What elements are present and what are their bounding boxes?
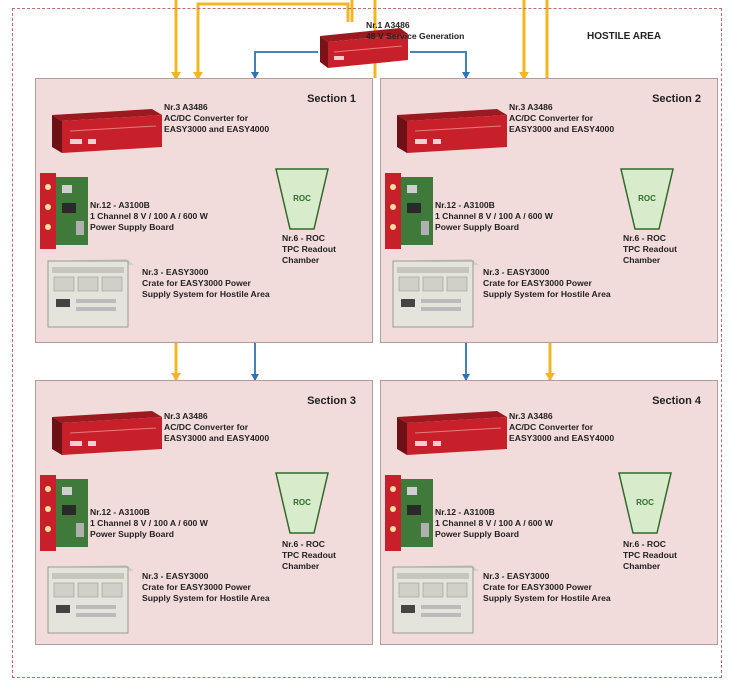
crate-line: Supply System for Hostile Area [142, 593, 270, 604]
crate-line: Crate for EASY3000 Power [142, 582, 270, 593]
converter-line: AC/DC Converter for [509, 422, 614, 433]
converter-name: Nr.3 A3486 [164, 102, 269, 113]
converter-name: Nr.3 A3486 [509, 102, 614, 113]
crate-name: Nr.3 - EASY3000 [142, 267, 270, 278]
roc-text: Nr.6 - ROC TPC Readout Chamber [623, 233, 677, 266]
crate-text: Nr.3 - EASY3000 Crate for EASY3000 Power… [142, 571, 270, 604]
crate-line: Supply System for Hostile Area [483, 289, 611, 300]
crate-line: Crate for EASY3000 Power [483, 278, 611, 289]
roc-line: Chamber [623, 255, 677, 266]
converter-text: Nr.3 A3486 AC/DC Converter for EASY3000 … [164, 411, 269, 444]
roc-label: ROC [636, 498, 654, 507]
roc-line: TPC Readout [282, 244, 336, 255]
easy-crate-icon [391, 257, 481, 329]
service-generation-unit: Nr.1 A3486 48 V Service Generation [310, 20, 488, 72]
power-board-icon [40, 475, 88, 551]
board-line: Power Supply Board [435, 529, 553, 540]
section-title: Section 1 [307, 93, 356, 105]
easy-crate-icon [391, 563, 481, 635]
board-name: Nr.12 - A3100B [90, 200, 208, 211]
crate-line: Crate for EASY3000 Power [483, 582, 611, 593]
board-line: Power Supply Board [435, 222, 553, 233]
section-title: Section 3 [307, 395, 356, 407]
section-4: Section 4 Nr.3 A3486 AC/DC Converter for… [380, 380, 718, 645]
converter-rack-icon [48, 407, 166, 459]
service-unit-description: 48 V Service Generation [366, 31, 464, 42]
hostile-area-label: HOSTILE AREA [587, 31, 661, 42]
roc-line: TPC Readout [623, 550, 677, 561]
roc-chamber-icon: ROC [617, 471, 673, 535]
crate-line: Crate for EASY3000 Power [142, 278, 270, 289]
converter-text: Nr.3 A3486 AC/DC Converter for EASY3000 … [509, 411, 614, 444]
roc-name: Nr.6 - ROC [282, 539, 336, 550]
crate-name: Nr.3 - EASY3000 [483, 571, 611, 582]
roc-name: Nr.6 - ROC [282, 233, 336, 244]
section-3: Section 3 Nr.3 A3486 AC/DC Converter for… [35, 380, 373, 645]
converter-line: EASY3000 and EASY4000 [509, 124, 614, 135]
converter-text: Nr.3 A3486 AC/DC Converter for EASY3000 … [509, 102, 614, 135]
roc-chamber-icon: ROC [274, 471, 330, 535]
board-name: Nr.12 - A3100B [435, 507, 553, 518]
roc-text: Nr.6 - ROC TPC Readout Chamber [282, 233, 336, 266]
crate-line: Supply System for Hostile Area [142, 289, 270, 300]
power-board-icon [385, 173, 433, 249]
roc-name: Nr.6 - ROC [623, 539, 677, 550]
roc-text: Nr.6 - ROC TPC Readout Chamber [623, 539, 677, 572]
board-name: Nr.12 - A3100B [90, 507, 208, 518]
converter-rack-icon [393, 105, 511, 157]
crate-name: Nr.3 - EASY3000 [142, 571, 270, 582]
section-1: Section 1 Nr.3 A3486 AC/DC Converter for… [35, 78, 373, 343]
board-line: 1 Channel 8 V / 100 A / 600 W [90, 518, 208, 529]
board-line: Power Supply Board [90, 222, 208, 233]
board-line: 1 Channel 8 V / 100 A / 600 W [435, 211, 553, 222]
roc-line: Chamber [282, 561, 336, 572]
converter-name: Nr.3 A3486 [164, 411, 269, 422]
converter-line: EASY3000 and EASY4000 [509, 433, 614, 444]
roc-line: TPC Readout [282, 550, 336, 561]
crate-text: Nr.3 - EASY3000 Crate for EASY3000 Power… [142, 267, 270, 300]
board-text: Nr.12 - A3100B 1 Channel 8 V / 100 A / 6… [90, 507, 208, 540]
easy-crate-icon [46, 563, 136, 635]
board-text: Nr.12 - A3100B 1 Channel 8 V / 100 A / 6… [90, 200, 208, 233]
roc-line: Chamber [282, 255, 336, 266]
board-line: Power Supply Board [90, 529, 208, 540]
roc-line: TPC Readout [623, 244, 677, 255]
board-name: Nr.12 - A3100B [435, 200, 553, 211]
service-unit-name: Nr.1 A3486 [366, 20, 464, 31]
converter-text: Nr.3 A3486 AC/DC Converter for EASY3000 … [164, 102, 269, 135]
converter-rack-icon [48, 105, 166, 157]
converter-line: AC/DC Converter for [164, 422, 269, 433]
board-line: 1 Channel 8 V / 100 A / 600 W [90, 211, 208, 222]
roc-label: ROC [638, 194, 656, 203]
easy-crate-icon [46, 257, 136, 329]
crate-name: Nr.3 - EASY3000 [483, 267, 611, 278]
roc-label: ROC [293, 498, 311, 507]
power-board-icon [385, 475, 433, 551]
crate-line: Supply System for Hostile Area [483, 593, 611, 604]
converter-line: AC/DC Converter for [164, 113, 269, 124]
crate-text: Nr.3 - EASY3000 Crate for EASY3000 Power… [483, 267, 611, 300]
service-unit-text: Nr.1 A3486 48 V Service Generation [366, 20, 464, 42]
roc-name: Nr.6 - ROC [623, 233, 677, 244]
roc-text: Nr.6 - ROC TPC Readout Chamber [282, 539, 336, 572]
board-text: Nr.12 - A3100B 1 Channel 8 V / 100 A / 6… [435, 200, 553, 233]
roc-line: Chamber [623, 561, 677, 572]
board-text: Nr.12 - A3100B 1 Channel 8 V / 100 A / 6… [435, 507, 553, 540]
crate-text: Nr.3 - EASY3000 Crate for EASY3000 Power… [483, 571, 611, 604]
power-board-icon [40, 173, 88, 249]
section-2: Section 2 Nr.3 A3486 AC/DC Converter for… [380, 78, 718, 343]
roc-chamber-icon: ROC [619, 167, 675, 231]
converter-name: Nr.3 A3486 [509, 411, 614, 422]
converter-line: EASY3000 and EASY4000 [164, 433, 269, 444]
roc-chamber-icon: ROC [274, 167, 330, 231]
section-title: Section 4 [652, 395, 701, 407]
converter-line: AC/DC Converter for [509, 113, 614, 124]
section-title: Section 2 [652, 93, 701, 105]
board-line: 1 Channel 8 V / 100 A / 600 W [435, 518, 553, 529]
roc-label: ROC [293, 194, 311, 203]
converter-rack-icon [393, 407, 511, 459]
converter-line: EASY3000 and EASY4000 [164, 124, 269, 135]
